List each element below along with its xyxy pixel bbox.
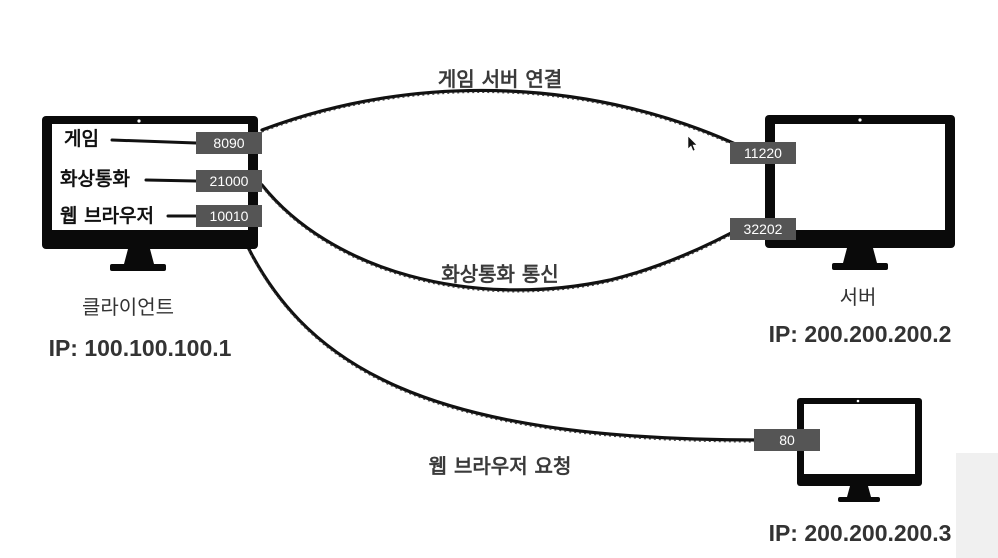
app-label-video-call: 화상통화 (60, 168, 130, 190)
web-connection-label: 웹 브라우저 요청 (429, 454, 572, 478)
video-connection-label: 화상통화 통신 (441, 262, 558, 286)
svg-text:80: 80 (779, 432, 795, 448)
server-port-32202: 32202 (730, 218, 796, 240)
svg-text:11220: 11220 (744, 145, 782, 161)
server-monitor (765, 115, 955, 270)
client-port-10010: 10010 (196, 205, 262, 227)
client-port-21000: 21000 (196, 170, 262, 192)
game-connection-label: 게임 서버 연결 (438, 67, 562, 91)
svg-text:32202: 32202 (744, 221, 783, 237)
svg-text:10010: 10010 (210, 208, 249, 224)
video-connection-line (260, 183, 746, 292)
app-label-game: 게임 (64, 128, 99, 150)
client-name: 클라이언트 (82, 295, 174, 319)
svg-text:21000: 21000 (210, 173, 249, 189)
client-port-8090: 8090 (196, 132, 262, 154)
client-ip: IP: 100.100.100.1 (49, 335, 232, 361)
web-server-port-80: 80 (754, 429, 820, 451)
svg-text:8090: 8090 (213, 135, 244, 151)
game-connection-line (260, 88, 746, 150)
web-connection-line (236, 224, 762, 442)
server-ip: IP: 200.200.200.2 (769, 321, 952, 347)
app-label-web-browser: 웹 브라우저 (60, 205, 154, 227)
web-server-monitor (797, 398, 922, 502)
server-name: 서버 (840, 285, 877, 309)
server-port-11220: 11220 (730, 142, 796, 164)
web-server-ip: IP: 200.200.200.3 (769, 520, 952, 546)
edge-overlay (956, 453, 998, 558)
mouse-cursor-icon (687, 135, 698, 152)
